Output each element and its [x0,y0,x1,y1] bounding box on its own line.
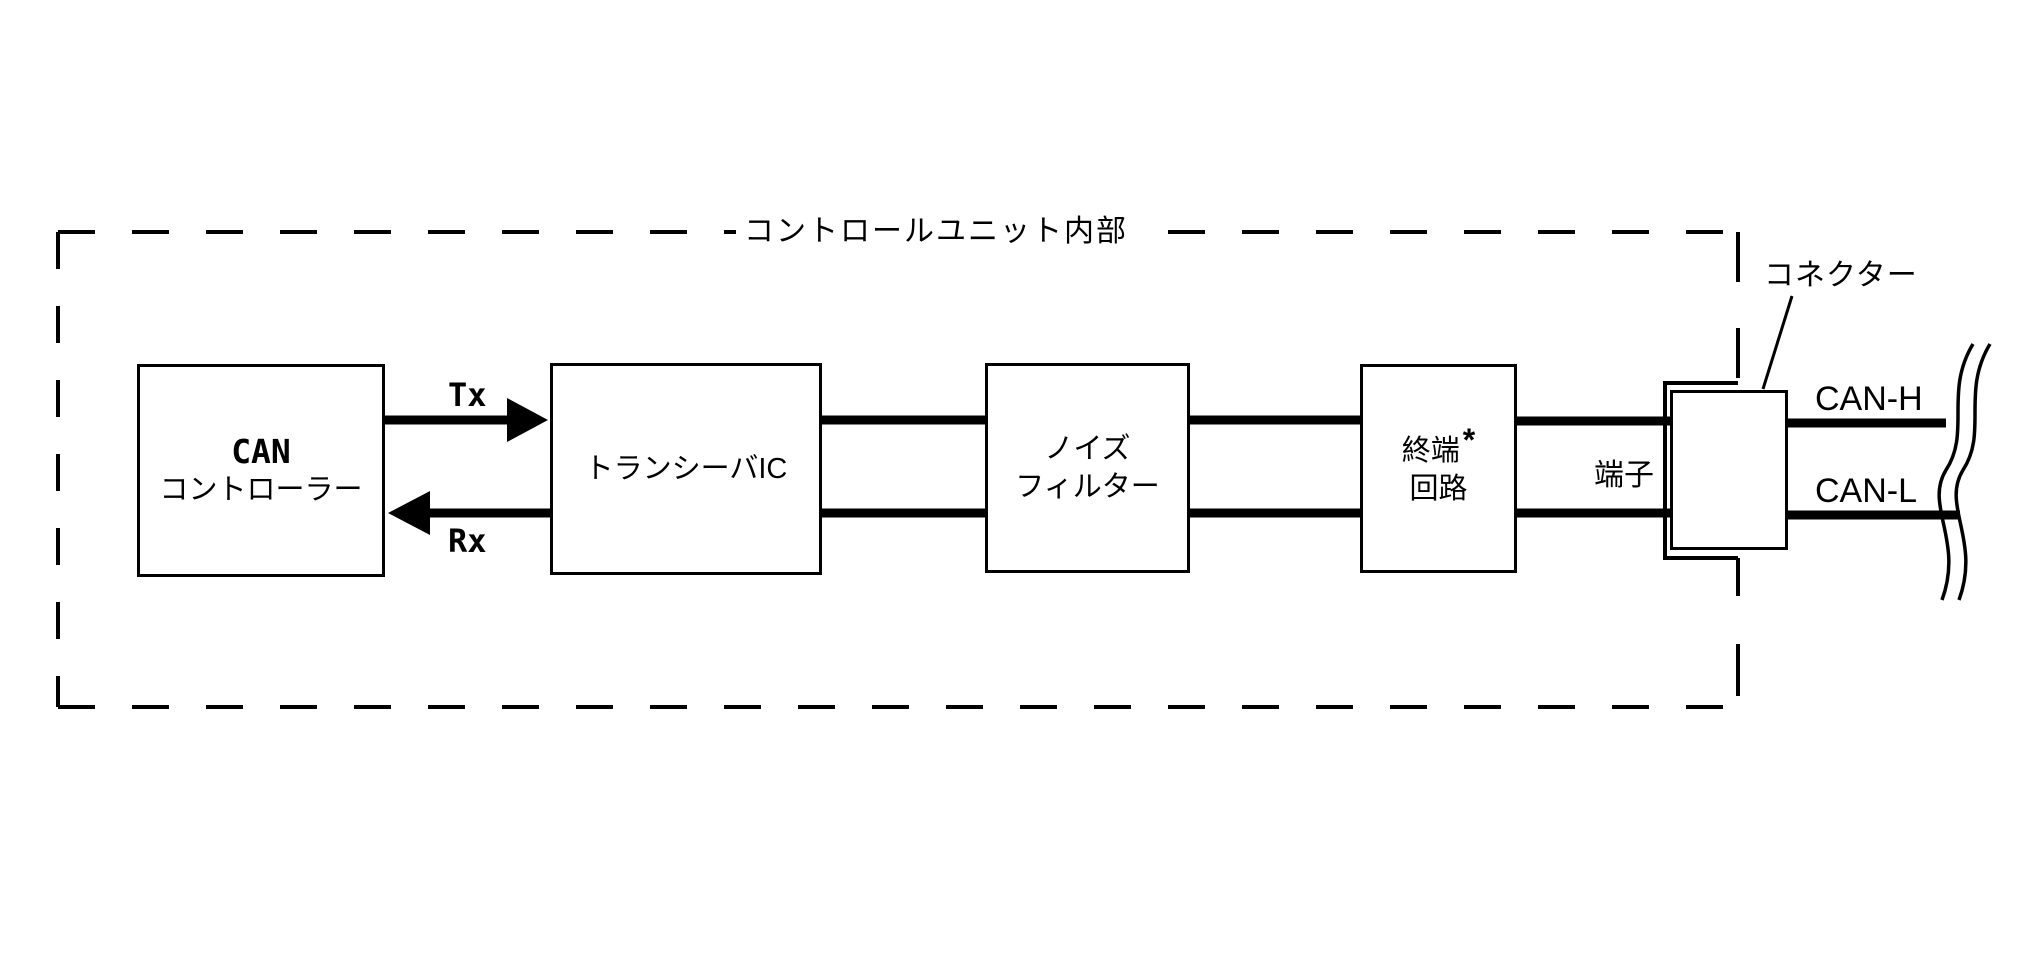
terminal-label: 端子 [1594,459,1654,492]
box-transceiver-ic: トランシーバIC [550,363,822,575]
termination-line1: 終端* [1401,422,1475,470]
can-controller-line2: コントローラー [159,473,363,506]
tx-arrow [385,398,548,442]
termination-word: 終端 [1401,434,1460,467]
bus-lines [822,415,1960,520]
box-can-controller: CAN コントローラー [137,364,385,577]
can-h-label: CAN-H [1815,380,1923,418]
cable-break-icon [1937,343,1992,601]
can-controller-line1: CAN [231,431,291,471]
termination-line2: 回路 [1409,472,1468,505]
connector-cutout-bracket [1663,381,1738,560]
tx-label: Tx [448,376,487,414]
box-termination-circuit: 終端* 回路 [1360,364,1517,573]
diagram-title: コントロールユニット内部 [736,212,1136,252]
noise-filter-line2: フィルター [1015,471,1160,503]
connector-label: コネクター [1764,259,1918,292]
can-l-label: CAN-L [1815,472,1918,510]
footnote-asterisk: * [1462,421,1476,458]
connector-body [1670,390,1788,550]
connector-leader-line [1761,295,1794,390]
box-noise-filter: ノイズ フィルター [985,363,1190,573]
transceiver-label: トランシーバIC [584,453,788,485]
rx-label: Rx [448,522,487,560]
rx-arrow [388,491,550,535]
noise-filter-line1: ノイズ [1044,433,1131,465]
